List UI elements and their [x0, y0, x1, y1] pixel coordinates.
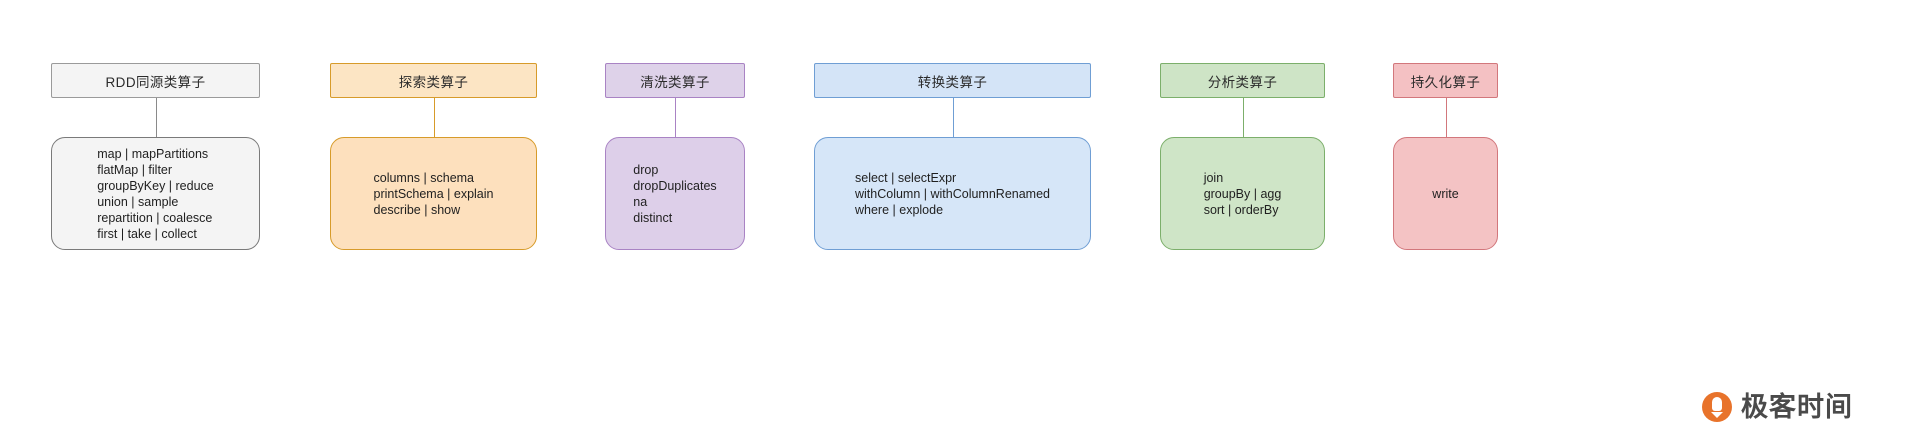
- category-header-analyze[interactable]: 分析类算子: [1160, 63, 1325, 98]
- connector-line-analyze: [1242, 98, 1244, 137]
- watermark-brand-text: 极客时间: [1741, 391, 1853, 422]
- operator-list-clean: drop dropDuplicates na distinct: [633, 162, 717, 225]
- connector-line-explore: [433, 98, 435, 137]
- geektime-logo-icon: [1702, 392, 1732, 422]
- operator-box-explore[interactable]: columns | schema printSchema | explain d…: [330, 137, 537, 250]
- category-header-persist[interactable]: 持久化算子: [1393, 63, 1498, 98]
- geektime-watermark: 极客时间: [1702, 392, 1853, 422]
- operator-list-transform: select | selectExpr withColumn | withCol…: [855, 170, 1050, 217]
- operator-box-clean[interactable]: drop dropDuplicates na distinct: [605, 137, 745, 250]
- operator-box-analyze[interactable]: join groupBy | agg sort | orderBy: [1160, 137, 1325, 250]
- connector-line-clean: [675, 98, 676, 137]
- category-header-clean[interactable]: 清洗类算子: [605, 63, 745, 98]
- category-header-transform[interactable]: 转换类算子: [814, 63, 1091, 98]
- operator-list-analyze: join groupBy | agg sort | orderBy: [1203, 170, 1282, 217]
- connector-line-persist: [1445, 98, 1447, 137]
- operator-box-transform[interactable]: select | selectExpr withColumn | withCol…: [814, 137, 1091, 250]
- connector-line-transform: [952, 98, 954, 137]
- connector-line-rdd: [155, 98, 157, 137]
- operator-box-persist[interactable]: write: [1393, 137, 1498, 250]
- category-header-rdd[interactable]: RDD同源类算子: [51, 63, 260, 98]
- operator-list-rdd: map | mapPartitions flatMap | filter gro…: [97, 146, 214, 241]
- category-header-explore[interactable]: 探索类算子: [330, 63, 537, 98]
- operator-list-persist: write: [1432, 186, 1459, 201]
- operator-list-explore: columns | schema printSchema | explain d…: [373, 170, 494, 217]
- operator-box-rdd[interactable]: map | mapPartitions flatMap | filter gro…: [51, 137, 260, 250]
